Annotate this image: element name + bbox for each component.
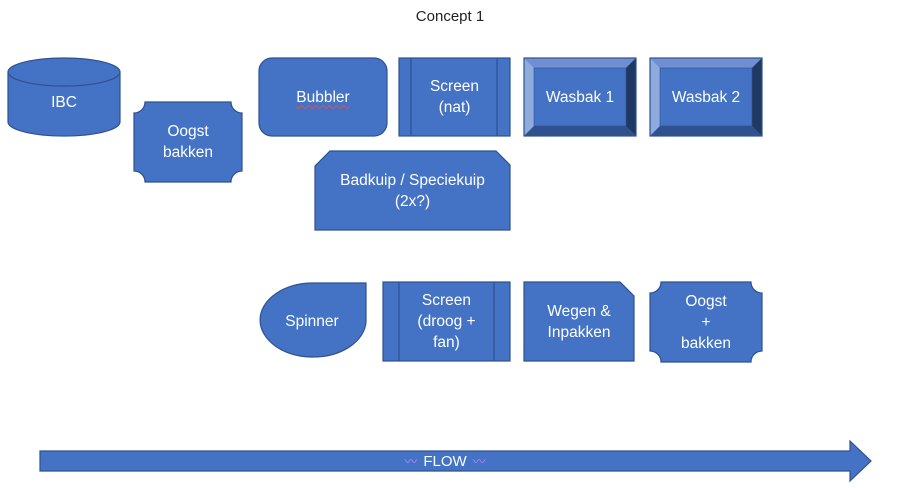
screen-droog-shape [382, 281, 511, 362]
bubbler-shape [258, 57, 388, 137]
badkuip-shape [314, 150, 511, 231]
ibc-cylinder [7, 57, 121, 137]
screen-nat-shape [398, 57, 511, 137]
flow-arrow [39, 439, 872, 483]
wasbak-2-shape [649, 57, 763, 137]
oogst-bakken-shape-1 [133, 101, 243, 183]
oogst-bakken-shape-2 [649, 281, 763, 363]
spinner-shape [259, 282, 367, 358]
diagram-title: Concept 1 [415, 8, 485, 25]
wegen-shape [523, 281, 635, 362]
wasbak-1-shape [523, 57, 637, 137]
